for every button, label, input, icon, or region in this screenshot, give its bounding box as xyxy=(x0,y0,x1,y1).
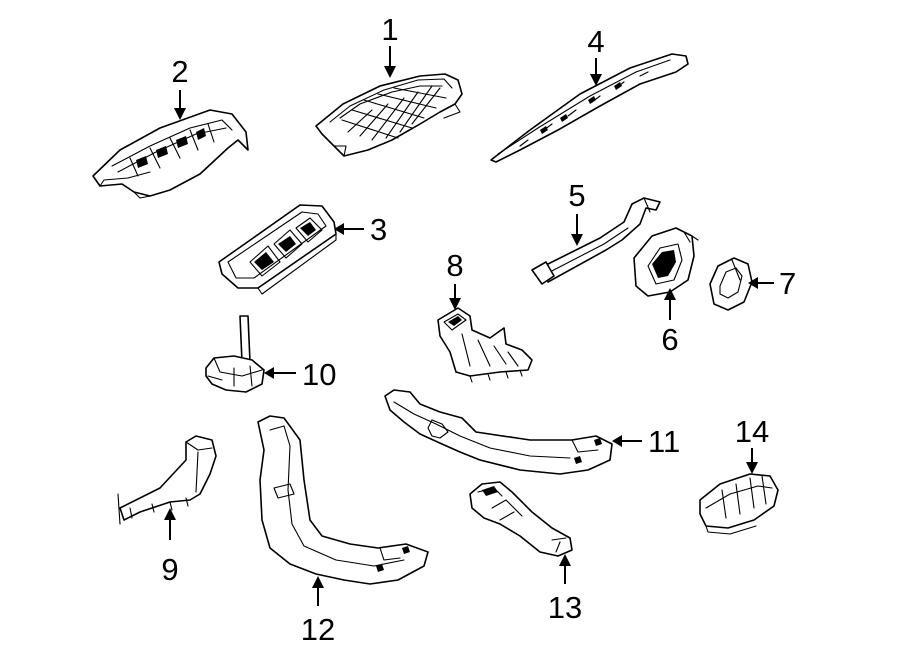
callout-6: 6 xyxy=(661,288,679,357)
part-10-actuator xyxy=(205,315,265,393)
callout-label-5: 5 xyxy=(568,178,585,213)
part-2-vent-housing xyxy=(92,109,249,199)
part-7-grommet xyxy=(709,257,753,311)
callout-14: 14 xyxy=(735,414,769,474)
callout-label-13: 13 xyxy=(548,590,582,625)
callout-11: 11 xyxy=(612,424,680,459)
callout-5: 5 xyxy=(568,178,586,246)
callout-3: 3 xyxy=(334,212,387,247)
callout-label-3: 3 xyxy=(370,212,387,247)
callout-label-7: 7 xyxy=(779,266,796,301)
callout-label-1: 1 xyxy=(381,12,398,47)
callout-label-8: 8 xyxy=(446,248,463,283)
callout-10: 10 xyxy=(264,357,336,392)
part-8-duct-elbow xyxy=(437,307,533,383)
part-6-housing xyxy=(633,227,699,297)
callout-2: 2 xyxy=(171,54,189,120)
part-5-tube xyxy=(531,197,661,285)
part-13-duct xyxy=(469,481,573,557)
part-1-defroster-grille xyxy=(315,73,463,157)
part-12-floor-duct xyxy=(257,415,429,585)
callout-label-2: 2 xyxy=(171,54,188,89)
callout-4: 4 xyxy=(587,24,605,86)
callout-label-6: 6 xyxy=(661,322,678,357)
callout-label-10: 10 xyxy=(302,357,336,392)
callout-label-11: 11 xyxy=(648,424,680,459)
callout-label-9: 9 xyxy=(161,552,178,587)
callout-9: 9 xyxy=(161,508,179,587)
callout-label-14: 14 xyxy=(735,414,769,449)
callout-12: 12 xyxy=(301,576,335,647)
part-3-vent-grille xyxy=(218,204,337,295)
part-14-ribbed-vent xyxy=(699,473,779,535)
callout-label-12: 12 xyxy=(301,612,335,647)
part-11-floor-duct xyxy=(384,389,613,475)
part-9-bracket xyxy=(117,435,217,525)
part-4-defroster-duct xyxy=(490,53,689,163)
callout-8: 8 xyxy=(446,248,464,310)
callout-7: 7 xyxy=(748,266,796,301)
callout-1: 1 xyxy=(381,12,399,78)
callout-label-4: 4 xyxy=(587,24,604,59)
callout-13: 13 xyxy=(548,554,582,625)
